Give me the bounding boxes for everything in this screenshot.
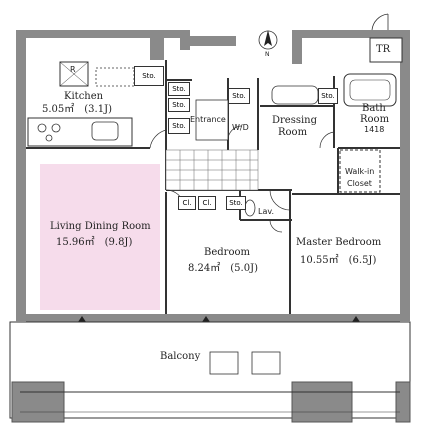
storage-box-wd: Sto. xyxy=(228,88,250,104)
kitchen-area: 5.05㎡ (3.1J) xyxy=(42,104,112,115)
walk-in-label-2: Closet xyxy=(347,179,372,188)
living-dining-label: Living Dining Room xyxy=(50,221,151,232)
closet-box-2: Cl. xyxy=(198,196,216,210)
stove-burner-3 xyxy=(45,134,53,142)
storage-box-hall-3: Sto. xyxy=(168,118,190,134)
kitchen-label: Kitchen xyxy=(64,91,104,102)
outdoor-unit-2 xyxy=(251,351,281,375)
window-arrow-2 xyxy=(202,316,210,322)
door-arcs xyxy=(149,125,335,233)
dressing-room-label-1: Dressing xyxy=(272,115,318,126)
wall-top-right-corner xyxy=(292,30,302,64)
tr-label: TR xyxy=(376,44,391,55)
balcony-label: Balcony xyxy=(160,351,201,362)
wall-ps-block xyxy=(150,36,164,60)
balcony-pillar-left xyxy=(11,381,65,423)
wall-entry-block xyxy=(190,36,236,46)
wall-top-left-corner xyxy=(180,30,190,50)
bath-room-label-1: Bath xyxy=(362,103,386,114)
walk-in-closet-box xyxy=(339,149,381,193)
kitchen-shelf xyxy=(95,67,135,87)
tr-box xyxy=(369,37,403,63)
dressing-basin xyxy=(271,85,319,105)
stove-burner-2 xyxy=(51,123,61,133)
storage-box-dressing: Sto. xyxy=(318,88,338,104)
stove-burner-1 xyxy=(37,123,47,133)
wall-top-right xyxy=(292,30,404,38)
window-arrow-3 xyxy=(352,316,360,322)
balcony-pillar-right xyxy=(291,381,353,423)
storage-box-lav: Sto. xyxy=(226,196,246,210)
north-compass-needle xyxy=(264,30,272,46)
storage-box-hall-2: Sto. xyxy=(168,98,190,112)
hall-tiles xyxy=(165,149,259,191)
storage-box-kitchen: Sto. xyxy=(134,66,164,86)
window-arrow-1 xyxy=(78,316,86,322)
balcony-pillar-far-right xyxy=(395,381,411,423)
outdoor-unit-1 xyxy=(209,351,239,375)
wall-right xyxy=(400,30,410,322)
tr-door-arc xyxy=(371,13,389,31)
bedroom-area: 8.24㎡ (5.0J) xyxy=(188,263,258,274)
bath-room-label-2: Room xyxy=(360,114,390,125)
fridge-label: R xyxy=(70,65,76,74)
wall-bottom xyxy=(16,314,410,322)
master-bedroom-label: Master Bedroom xyxy=(296,237,382,248)
interior-walls xyxy=(26,60,400,314)
dressing-room-label-2: Room xyxy=(278,127,308,138)
wd-label: W/D xyxy=(232,123,249,132)
kitchen-sink xyxy=(91,121,119,141)
living-dining-fill xyxy=(40,164,160,310)
storage-box-hall-1: Sto. xyxy=(168,82,190,96)
wall-top-left xyxy=(16,30,188,38)
closet-box-1: Cl. xyxy=(178,196,196,210)
living-dining-area: 15.96㎡ (9.8J) xyxy=(56,237,133,248)
entrance-floor xyxy=(195,99,229,141)
bedroom-label: Bedroom xyxy=(204,247,250,258)
toilet xyxy=(244,199,256,217)
bath-size-label: 1418 xyxy=(364,125,385,134)
lav-label: Lav. xyxy=(258,207,275,216)
wall-left xyxy=(16,30,26,322)
walk-in-label-1: Walk-in xyxy=(345,167,375,176)
entrance-label: Entrance xyxy=(190,115,226,124)
master-bedroom-area: 10.55㎡ (6.5J) xyxy=(300,255,377,266)
north-label: N xyxy=(265,51,270,58)
